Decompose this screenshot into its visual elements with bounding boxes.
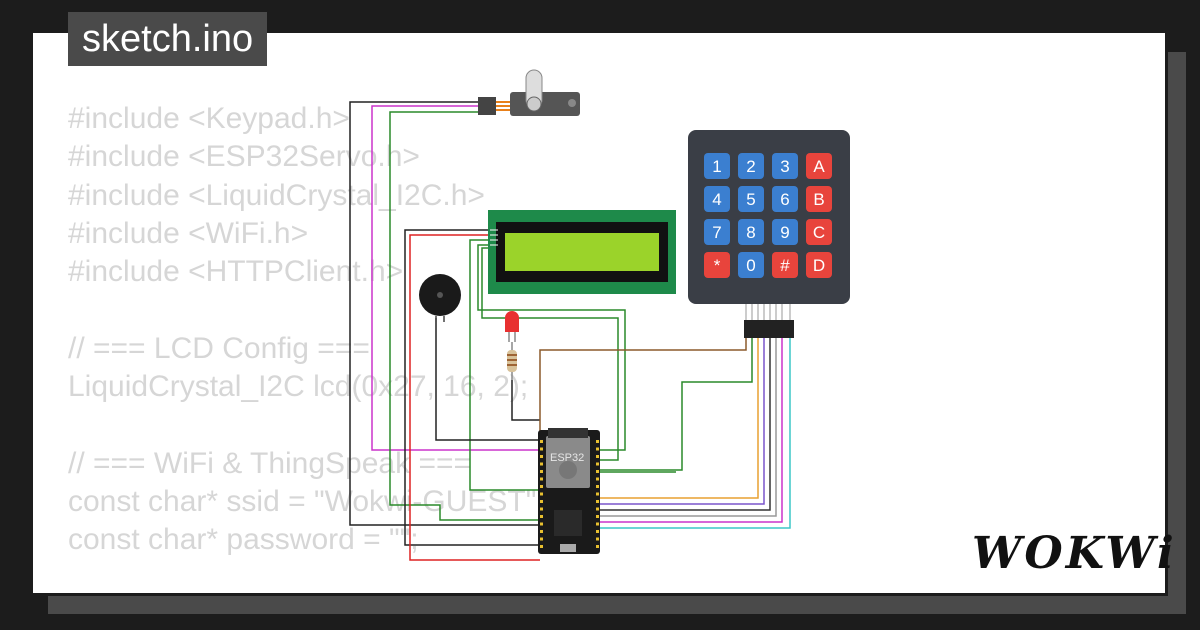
- keypad-key-B[interactable]: B: [806, 186, 832, 212]
- esp32-pin: [540, 455, 543, 458]
- keypad-key-*[interactable]: *: [704, 252, 730, 278]
- code-line: #include <HTTPClient.h>: [68, 255, 404, 289]
- svg-text:5: 5: [746, 190, 755, 209]
- svg-text:6: 6: [780, 190, 789, 209]
- file-tab[interactable]: sketch.ino: [68, 12, 268, 66]
- esp32-pin: [596, 545, 599, 548]
- wires: [349, 101, 791, 561]
- keypad-key-C[interactable]: C: [806, 219, 832, 245]
- lcd-display[interactable]: [488, 210, 676, 294]
- keypad-key-6[interactable]: 6: [772, 186, 798, 212]
- keypad-key-5[interactable]: 5: [738, 186, 764, 212]
- keypad-key-8[interactable]: 8: [738, 219, 764, 245]
- svg-text:7: 7: [712, 223, 721, 242]
- keypad-key-3[interactable]: 3: [772, 153, 798, 179]
- esp32-label: ESP32: [550, 452, 584, 464]
- wokwi-logo: WOKWi: [972, 528, 1177, 579]
- code-line: LiquidCrystal_I2C lcd(0x27, 16, 2);: [68, 370, 529, 404]
- svg-text:C: C: [813, 223, 825, 242]
- esp32-pin: [596, 507, 599, 511]
- esp32-pin: [596, 485, 599, 488]
- keypad-connector: [744, 304, 794, 338]
- keypad-key-2[interactable]: 2: [738, 153, 764, 179]
- svg-text:4: 4: [712, 190, 721, 209]
- esp32-pin: [596, 477, 599, 481]
- code-line: #include <ESP32Servo.h>: [68, 140, 420, 174]
- keypad-key-#[interactable]: #: [772, 252, 798, 278]
- svg-text:#: #: [780, 256, 790, 275]
- esp32-pin: [540, 477, 543, 481]
- esp32-pin: [540, 530, 543, 533]
- keypad-key-A[interactable]: A: [806, 153, 832, 179]
- esp32-pin: [540, 515, 543, 518]
- code-line: const char* password = "";: [68, 523, 419, 557]
- code-preview: #include <Keypad.h> #include <ESP32Servo.…: [68, 100, 545, 560]
- keypad-key-1[interactable]: 1: [704, 153, 730, 179]
- led[interactable]: [505, 311, 519, 342]
- keypad-key-9[interactable]: 9: [772, 219, 798, 245]
- keypad-key-7[interactable]: 7: [704, 219, 730, 245]
- svg-text:2: 2: [746, 157, 755, 176]
- keypad-key-4[interactable]: 4: [704, 186, 730, 212]
- code-line: #include <LiquidCrystal_I2C.h>: [68, 178, 485, 212]
- buzzer[interactable]: [419, 274, 461, 322]
- resistor[interactable]: [507, 342, 517, 380]
- esp32-pin: [540, 470, 543, 473]
- esp32-pin: [596, 515, 599, 518]
- esp32-pin: [540, 447, 543, 451]
- code-line: #include <Keypad.h>: [68, 102, 350, 135]
- svg-text:1: 1: [712, 157, 721, 176]
- svg-text:A: A: [813, 157, 825, 176]
- esp32-pin: [596, 522, 599, 526]
- esp32-pin: [596, 537, 599, 541]
- esp32-pin: [540, 537, 543, 541]
- svg-text:8: 8: [746, 223, 755, 242]
- esp32-pin: [540, 500, 543, 503]
- servo-motor[interactable]: [478, 69, 580, 116]
- svg-text:D: D: [813, 256, 825, 275]
- esp32-pin: [596, 447, 599, 451]
- esp32-pin: [540, 522, 543, 526]
- esp32-pin: [540, 507, 543, 511]
- esp32-pin: [596, 440, 599, 443]
- esp32-pin: [540, 545, 543, 548]
- svg-text:B: B: [813, 190, 824, 209]
- code-line: // === WiFi & ThingSpeak ===: [68, 446, 472, 480]
- esp32-pin: [540, 440, 543, 443]
- svg-text:3: 3: [780, 157, 789, 176]
- esp32-pin: [540, 462, 543, 466]
- esp32-pin: [596, 462, 599, 466]
- esp32-pin: [596, 530, 599, 533]
- code-line: const char* ssid = "Wokwi-GUEST";: [68, 484, 545, 518]
- esp32-pin: [596, 470, 599, 473]
- esp32-pin: [540, 485, 543, 488]
- code-line: #include <WiFi.h>: [68, 216, 309, 250]
- code-line: // === LCD Config ===: [68, 331, 370, 365]
- svg-text:*: *: [714, 256, 721, 275]
- svg-text:9: 9: [780, 223, 789, 242]
- keypad-key-D[interactable]: D: [806, 252, 832, 278]
- keypad-key-0[interactable]: 0: [738, 252, 764, 278]
- svg-text:0: 0: [746, 256, 755, 275]
- esp32-pin: [540, 492, 543, 496]
- esp32-pin: [596, 455, 599, 458]
- esp32-pin: [596, 500, 599, 503]
- keypad[interactable]: 1 2 3 A 4 5 6 B 7 8 9 C * 0 # D: [688, 130, 850, 338]
- esp32-pin: [596, 492, 599, 496]
- esp32-board[interactable]: ESP32: [538, 428, 600, 554]
